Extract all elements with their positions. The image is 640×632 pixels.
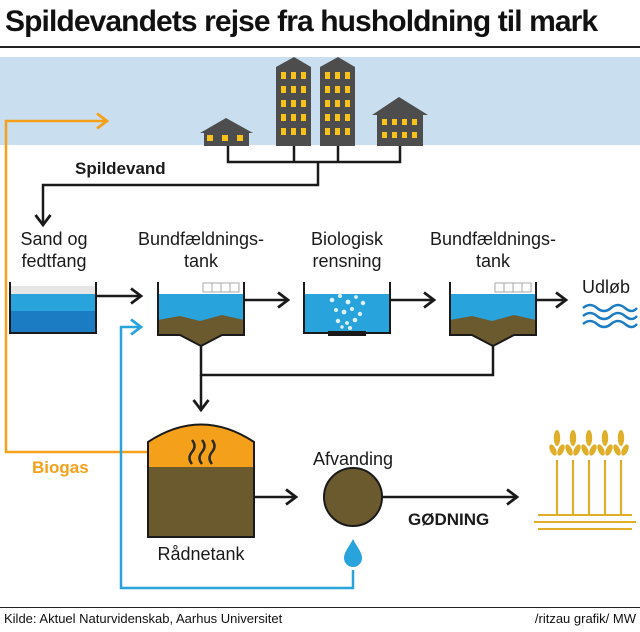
dewatering-unit bbox=[323, 467, 383, 567]
apartment-building-icon bbox=[320, 57, 355, 146]
gas-fumes-icon bbox=[188, 439, 216, 465]
apartment-building-icon bbox=[276, 57, 311, 146]
sand-fat-trap-tank bbox=[9, 282, 97, 334]
label-line: Bundfældnings- bbox=[429, 229, 557, 249]
water-outlet-icon bbox=[582, 303, 638, 329]
buildings-group bbox=[200, 57, 428, 146]
title-divider bbox=[0, 46, 640, 48]
label-biogas: Biogas bbox=[32, 458, 89, 477]
biogas-return-line bbox=[4, 112, 147, 454]
label-afvanding: Afvanding bbox=[312, 449, 394, 469]
label-biologisk-rensning: Biologisk rensning bbox=[292, 228, 402, 272]
label-line: Sand og bbox=[20, 229, 88, 249]
label-udlob: Udløb bbox=[582, 277, 631, 297]
water-drop-icon bbox=[344, 539, 362, 567]
process-flow-arrows bbox=[97, 287, 569, 309]
wheat-field-icon bbox=[534, 430, 636, 530]
label-spildevand: Spildevand bbox=[75, 159, 166, 178]
digester-tank bbox=[147, 423, 255, 538]
small-house-icon bbox=[200, 118, 253, 146]
label-bundfaeldningstank-2: Bundfældnings- tank bbox=[418, 228, 568, 272]
page-title: Spildevandets rejse fra husholdning til … bbox=[5, 5, 598, 38]
label-line: fedtfang bbox=[21, 251, 87, 271]
settling-tank-1 bbox=[157, 282, 245, 348]
footer-divider bbox=[0, 607, 640, 608]
label-line: Bundfældnings- bbox=[137, 229, 265, 249]
sludge-pipes bbox=[192, 346, 495, 413]
water-return-line bbox=[119, 318, 355, 590]
label-line: tank bbox=[475, 251, 511, 271]
label-godning: GØDNING bbox=[408, 510, 490, 529]
settling-tank-2 bbox=[449, 282, 537, 348]
footer-source: Kilde: Aktuel Naturvidenskab, Aarhus Uni… bbox=[4, 611, 283, 626]
sewage-pipes bbox=[34, 146, 402, 228]
house-icon bbox=[372, 97, 428, 146]
label-radnetank: Rådnetank bbox=[157, 544, 245, 564]
label-bundfaeldningstank-1: Bundfældnings- tank bbox=[126, 228, 276, 272]
label-line: tank bbox=[183, 251, 219, 271]
footer-credit: /ritzau grafik/ MW bbox=[534, 611, 636, 626]
biological-treatment-tank bbox=[303, 282, 391, 336]
label-line: Biologisk bbox=[310, 229, 384, 249]
label-sand-fedtfang: Sand og fedtfang bbox=[10, 228, 98, 272]
label-line: rensning bbox=[312, 251, 382, 271]
